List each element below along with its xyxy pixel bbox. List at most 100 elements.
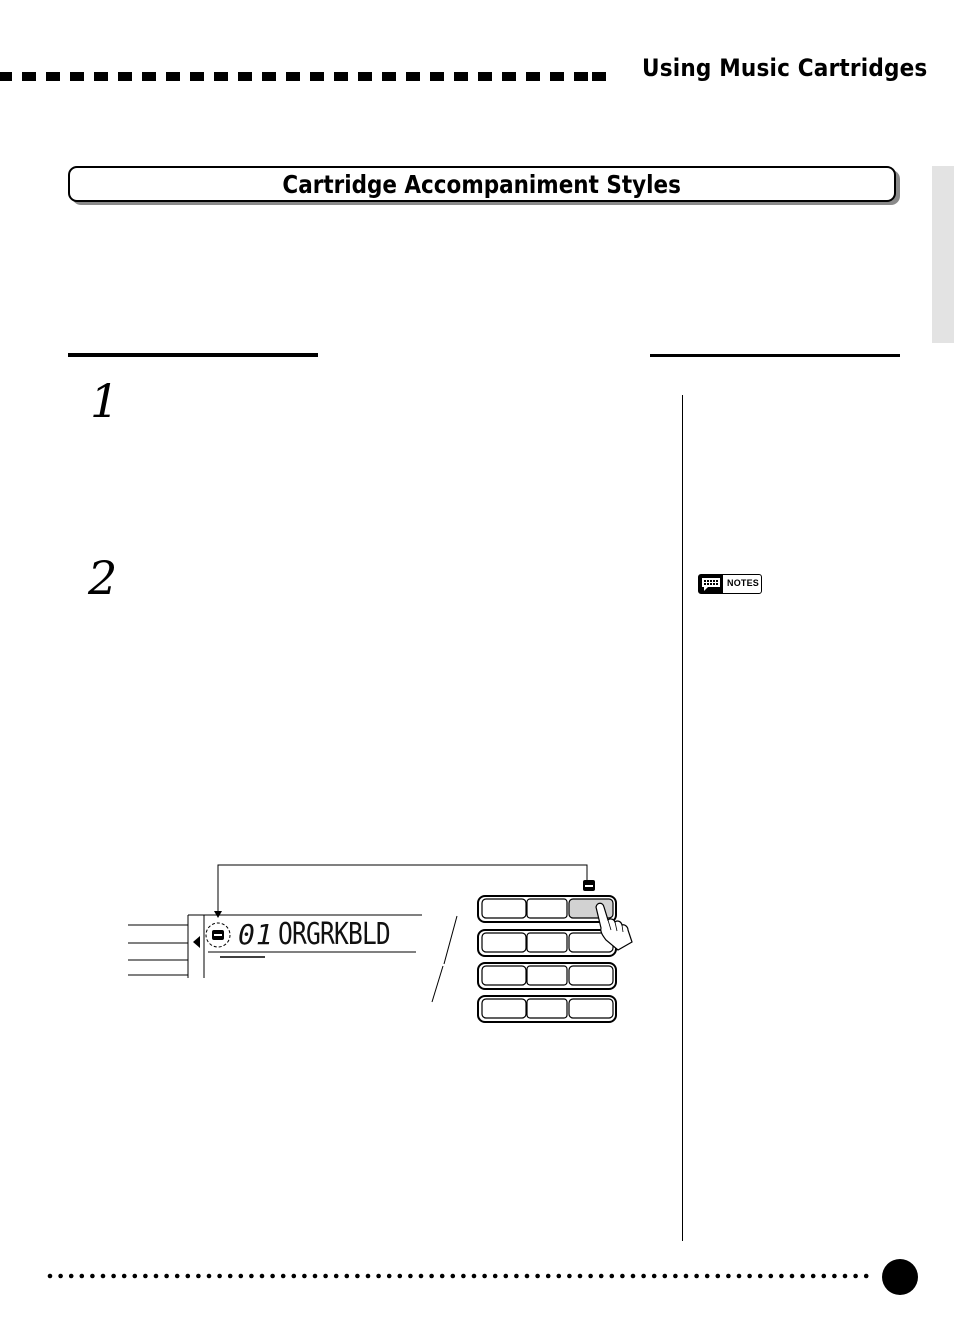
footer-dot (355, 1273, 360, 1279)
footer-dot (429, 1273, 434, 1279)
footer-dot (588, 1273, 593, 1279)
section-banner: Cartridge Accompaniment Styles (68, 166, 896, 202)
footer-dot (386, 1273, 392, 1279)
footer-dot (567, 1273, 572, 1279)
footer-dot (397, 1273, 403, 1279)
column-divider (682, 395, 683, 1241)
footer-dot (206, 1273, 212, 1279)
footer-dot (726, 1273, 731, 1279)
footer-dot (842, 1273, 848, 1279)
footer-dot (249, 1273, 254, 1279)
footer-dot (789, 1273, 795, 1279)
footer-dot (800, 1273, 805, 1279)
footer-dot (174, 1273, 180, 1279)
footer-dot (810, 1273, 816, 1279)
footer-dot (100, 1273, 106, 1279)
footer-dot (111, 1273, 116, 1279)
footer-dot (630, 1273, 636, 1279)
footer-dot (768, 1273, 774, 1279)
footer-dot (641, 1273, 646, 1279)
banner-title: Cartridge Accompaniment Styles (282, 169, 682, 199)
footer-dot (164, 1273, 169, 1279)
footer-dot (302, 1273, 307, 1279)
pressing-hand-icon (595, 902, 633, 951)
footer-dot (312, 1273, 318, 1279)
footer-dot (609, 1273, 615, 1279)
style-button-panel (477, 895, 617, 1023)
footer-dot (503, 1273, 509, 1279)
footer-dot (121, 1273, 127, 1279)
footer-dot (68, 1273, 74, 1279)
lcd-style-number: 01 (238, 918, 274, 951)
display-panel-frame (128, 914, 422, 978)
footer-dot (227, 1273, 233, 1279)
footer-dot (683, 1273, 689, 1279)
display-and-panel-illustration (128, 864, 633, 1023)
footer-dot (471, 1273, 477, 1279)
footer-dot (492, 1273, 498, 1279)
footer-dot (514, 1273, 519, 1279)
footer-dot (704, 1273, 710, 1279)
page-number-circle (882, 1259, 918, 1295)
footer-dot (47, 1273, 53, 1279)
footer-dot (620, 1273, 625, 1279)
footer-dot (238, 1273, 244, 1279)
main-column-rule (68, 353, 318, 357)
footer-dot (535, 1273, 540, 1279)
footer-dot (90, 1273, 95, 1279)
footer-dot (598, 1273, 604, 1279)
notes-badge: NOTES (698, 574, 762, 594)
left-triangle-pointer-icon (193, 936, 200, 948)
footer-dot (461, 1273, 466, 1279)
footer-dot (418, 1273, 424, 1279)
footer-dot (185, 1273, 191, 1279)
footer-dot (259, 1273, 265, 1279)
cart-highlight-circle (205, 922, 231, 948)
footer-dot (715, 1273, 721, 1279)
footer-dot (291, 1273, 297, 1279)
notes-speech-bubble-icon (699, 575, 723, 593)
footer-dot (439, 1273, 445, 1279)
footer-dot (376, 1273, 381, 1279)
footer-dot (651, 1273, 657, 1279)
section-title: Using Music Cartridges (642, 54, 928, 82)
cart-icon (583, 880, 595, 891)
sidebar-column-rule (650, 354, 900, 357)
footer-dot (323, 1273, 328, 1279)
footer-dot (673, 1273, 678, 1279)
notes-label: NOTES (727, 578, 760, 588)
footer-dot (333, 1273, 339, 1279)
footer-dot (863, 1273, 869, 1279)
break-marks (431, 915, 458, 1003)
header-dash-rule (0, 72, 606, 81)
footer-dot (344, 1273, 350, 1279)
step-number-1: 1 (90, 374, 120, 428)
footer-dot (196, 1273, 201, 1279)
connector-arrow (217, 864, 588, 912)
footer-dot (694, 1273, 699, 1279)
footer-dot (153, 1273, 159, 1279)
footer-dot (450, 1273, 456, 1279)
footer-dot (757, 1273, 763, 1279)
footer-dot (821, 1273, 827, 1279)
footer-dot (779, 1273, 784, 1279)
footer-dot (58, 1273, 63, 1279)
footer-dot (524, 1273, 530, 1279)
footer-dot (132, 1273, 138, 1279)
footer-dot (280, 1273, 286, 1279)
side-tab (932, 166, 954, 343)
footer-dot (79, 1273, 85, 1279)
footer-dot (365, 1273, 371, 1279)
footer-dot (556, 1273, 562, 1279)
footer-dot (217, 1273, 222, 1279)
footer-dot (853, 1273, 858, 1279)
lcd-style-name: ORGRKBLD (278, 917, 391, 952)
footer-dot-rule (47, 1273, 869, 1279)
footer-dot (143, 1273, 148, 1279)
step-number-2: 2 (88, 551, 118, 605)
footer-dot (736, 1273, 742, 1279)
footer-dot (482, 1273, 487, 1279)
footer-dot (832, 1273, 837, 1279)
footer-dot (408, 1273, 413, 1279)
cart-indicator-icon (212, 930, 224, 940)
